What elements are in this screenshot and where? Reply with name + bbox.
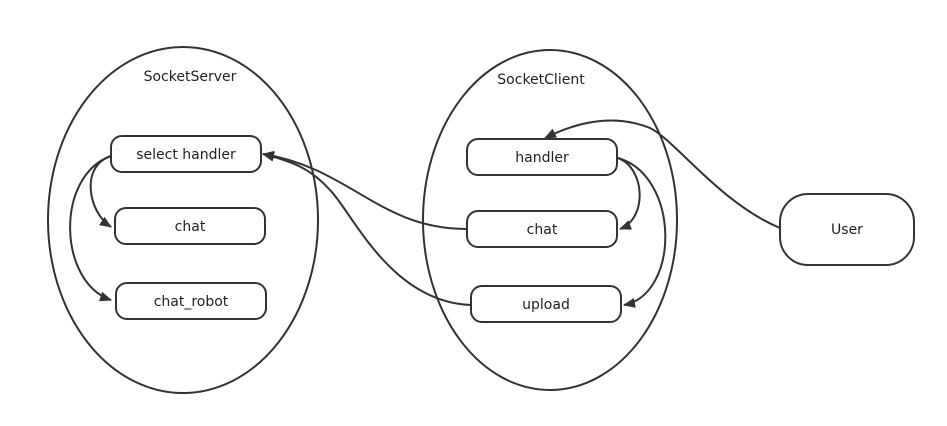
- edge-upload-to-select-handler: [262, 151, 472, 306]
- node-server-chat-box: [114, 207, 266, 245]
- node-chat-robot[interactable]: chat_robot: [115, 282, 267, 320]
- node-user[interactable]: User: [779, 193, 915, 266]
- edge-select-handler-to-chat-robot: [69, 155, 112, 302]
- node-upload-box: [470, 285, 622, 323]
- node-client-handler[interactable]: handler: [466, 138, 618, 176]
- node-select-handler-box: [110, 135, 262, 173]
- edge-handler-to-upload: [617, 157, 667, 308]
- node-user-label: User: [831, 222, 863, 238]
- node-user-box: [779, 193, 915, 266]
- node-chat-robot-label: chat_robot: [154, 294, 229, 310]
- node-upload[interactable]: upload: [470, 285, 622, 323]
- node-server-chat-label: chat: [175, 219, 206, 235]
- cluster-socket-server-label: SocketServer: [144, 69, 237, 85]
- node-client-handler-label: handler: [515, 150, 569, 166]
- node-select-handler-label: select handler: [136, 147, 236, 163]
- node-client-handler-box: [466, 138, 618, 176]
- node-client-chat[interactable]: chat: [466, 210, 618, 248]
- cluster-socket-client-label: SocketClient: [497, 72, 585, 88]
- node-select-handler[interactable]: select handler: [110, 135, 262, 173]
- node-client-chat-box: [466, 210, 618, 248]
- node-chat-robot-box: [115, 282, 267, 320]
- edge-user-to-handler: [544, 119, 781, 229]
- edge-client-chat-to-select-handler: [262, 150, 467, 230]
- node-client-chat-label: chat: [527, 222, 558, 238]
- node-upload-label: upload: [522, 297, 570, 313]
- edge-handler-to-chat: [617, 157, 641, 230]
- node-server-chat[interactable]: chat: [114, 207, 266, 245]
